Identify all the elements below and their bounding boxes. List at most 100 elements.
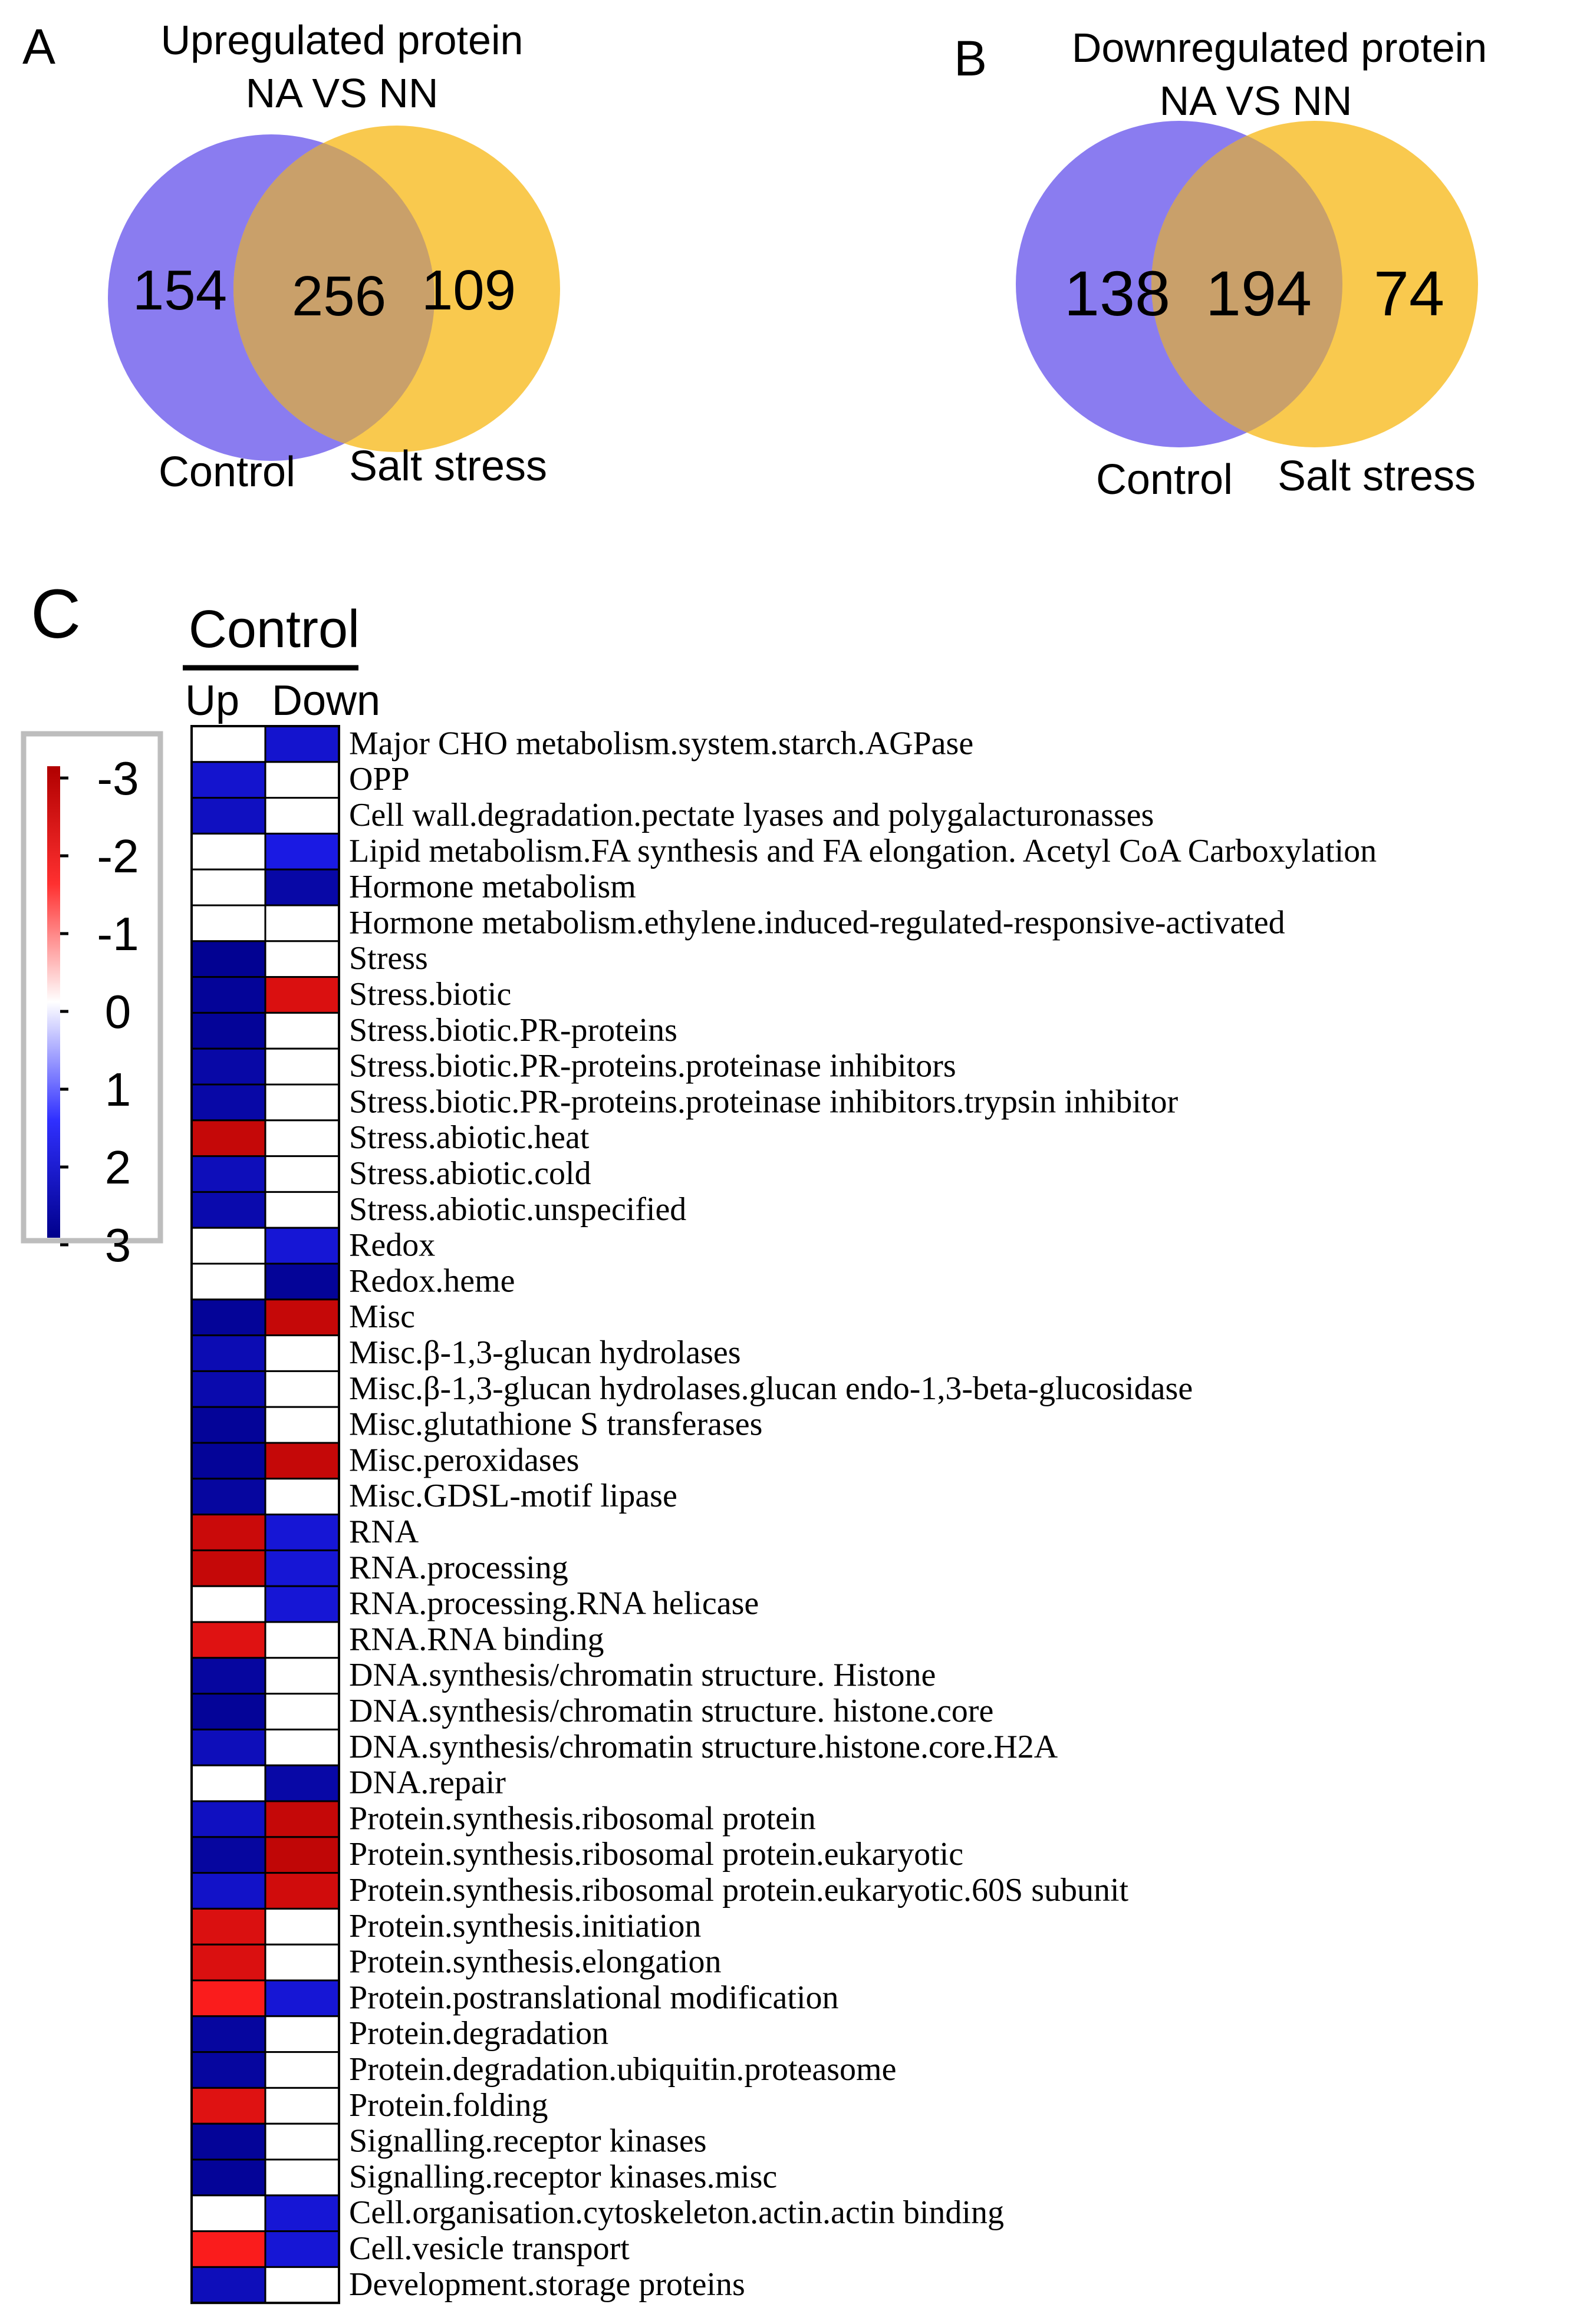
heatmap-row-label: Cell.organisation.cytoskeleton.actin.act…: [349, 2194, 1004, 2231]
heatmap-cell-down: [264, 1872, 340, 1910]
heatmap-row-label: Stress.biotic.PR-proteins.proteinase inh…: [349, 1083, 1178, 1120]
heatmap-cell-down: [264, 1370, 340, 1408]
heatmap-frame: [190, 725, 340, 2305]
heatmap-cell-up: [190, 1298, 266, 1337]
heatmap-row-label: Misc.β-1,3-glucan hydrolases.glucan endo…: [349, 1370, 1193, 1407]
venn-a-only-salt: 109: [422, 259, 516, 322]
venn-b-set-control: Control: [1096, 456, 1233, 503]
heatmap-cell-up: [190, 1047, 266, 1086]
heatmap-row-label: Misc.glutathione S transferases: [349, 1406, 762, 1443]
heatmap-cell-up: [190, 1800, 266, 1838]
heatmap-cell-down: [264, 1406, 340, 1444]
heatmap-cell-down: [264, 1621, 340, 1659]
heatmap-cell-up: [190, 1083, 266, 1122]
colorbar-tick-label: -3: [97, 752, 139, 805]
heatmap-cell-down: [264, 1155, 340, 1193]
panel-label-b: B: [954, 31, 987, 86]
heatmap-cell-down: [264, 2194, 340, 2233]
venn-a-subtitle: NA VS NN: [246, 70, 439, 116]
panel-b: B Downregulated protein NA VS NN 138 194…: [954, 25, 1487, 503]
colorbar-gradient: [47, 766, 60, 1238]
heatmap-cell-up: [190, 1011, 266, 1050]
heatmap-cell-up: [190, 2230, 266, 2268]
heatmap-cell-up: [190, 2158, 266, 2197]
heatmap-cell-up: [190, 1478, 266, 1516]
heatmap-row-label: Stress.abiotic.unspecified: [349, 1191, 686, 1228]
heatmap-cell-down: [264, 1836, 340, 1874]
heatmap-cell-up: [190, 976, 266, 1014]
heatmap-row-label: Cell.vesicle transport: [349, 2230, 630, 2267]
venn-b-set-salt: Salt stress: [1278, 453, 1476, 500]
colorbar-tick-label: 2: [105, 1141, 131, 1194]
heatmap-cell-down: [264, 1478, 340, 1516]
heatmap-cell-down: [264, 797, 340, 835]
heatmap-row-label: Protein.postranslational modification: [349, 1979, 839, 2016]
heatmap-cell-up: [190, 1621, 266, 1659]
heatmap-row-label: DNA.repair: [349, 1765, 506, 1801]
heatmap-row-label: Protein.folding: [349, 2087, 548, 2124]
heatmap-cells: [190, 725, 340, 2304]
heatmap-cell-down: [264, 1334, 340, 1372]
venn-b-title: Downregulated protein: [1072, 25, 1487, 71]
heatmap-row-label: DNA.synthesis/chromatin structure.histon…: [349, 1729, 1058, 1765]
heatmap-cell-up: [190, 1585, 266, 1623]
heatmap-cell-down: [264, 1800, 340, 1838]
heatmap-cell-up: [190, 1943, 266, 1982]
heatmap-cell-up: [190, 1872, 266, 1910]
heatmap-cell-up: [190, 1764, 266, 1802]
heatmap-cell-up: [190, 761, 266, 799]
heatmap-cell-down: [264, 1047, 340, 1086]
heatmap-cell-down: [264, 1764, 340, 1802]
heatmap-row-label: RNA: [349, 1514, 419, 1550]
heatmap-row-label: Signalling.receptor kinases: [349, 2123, 707, 2160]
heatmap-cell-up: [190, 940, 266, 978]
heatmap-row-label: Protein.synthesis.ribosomal protein.euka…: [349, 1872, 1129, 1908]
heatmap-row-label: Stress.biotic: [349, 976, 511, 1013]
venn-a-set-salt: Salt stress: [349, 443, 547, 490]
heatmap-cell-down: [264, 1943, 340, 1982]
heatmap-cell-down: [264, 1979, 340, 2018]
heatmap-cell-up: [190, 904, 266, 942]
heatmap-cell-down: [264, 1191, 340, 1229]
heatmap-row-label: Lipid metabolism.FA synthesis and FA elo…: [349, 833, 1377, 869]
venn-a-set-control: Control: [159, 449, 295, 496]
venn-a-overlap: [233, 134, 435, 452]
heatmap-cell-down: [264, 2015, 340, 2053]
heatmap-row-labels: Major CHO metabolism.system.starch.AGPas…: [349, 725, 1377, 2302]
heatmap-row-label: DNA.synthesis/chromatin structure. histo…: [349, 1693, 993, 1729]
heatmap-cell-down: [264, 1083, 340, 1122]
heatmap-row-label: Hormone metabolism.ethylene.induced-regu…: [349, 904, 1285, 941]
heatmap-row-label: Signalling.receptor kinases.misc: [349, 2158, 777, 2195]
heatmap-cell-up: [190, 1262, 266, 1301]
heatmap-cell-up: [190, 1119, 266, 1158]
heatmap-cell-down: [264, 1514, 340, 1551]
heatmap-row-label: Redox: [349, 1227, 435, 1264]
heatmap-cell-up: [190, 1979, 266, 2018]
heatmap-column-up: Up: [185, 677, 239, 724]
heatmap-row-label: Stress.biotic.PR-proteins: [349, 1012, 677, 1049]
heatmap-cell-up: [190, 2194, 266, 2233]
heatmap-row-label: Protein.degradation: [349, 2015, 608, 2052]
colorbar-tick-label: -1: [97, 908, 139, 960]
heatmap-cell-down: [264, 1585, 340, 1623]
heatmap-row-label: RNA.processing: [349, 1550, 568, 1586]
heatmap-cell-down: [264, 976, 340, 1014]
heatmap-cell-up: [190, 1191, 266, 1229]
heatmap-cell-up: [190, 1370, 266, 1408]
heatmap-cell-down: [264, 1227, 340, 1265]
heatmap-group-label: Control: [189, 600, 360, 659]
heatmap-cell-down: [264, 1693, 340, 1730]
heatmap-cell-up: [190, 1728, 266, 1766]
heatmap-cell-down: [264, 1728, 340, 1766]
heatmap-cell-up: [190, 1155, 266, 1193]
heatmap-cell-up: [190, 868, 266, 906]
heatmap-cell-down: [264, 868, 340, 906]
panel-a: A Upregulated protein NA VS NN 154 256 1…: [22, 17, 560, 496]
heatmap-row-label: Hormone metabolism: [349, 869, 636, 905]
heatmap-cell-up: [190, 1442, 266, 1480]
venn-b-overlap: [1151, 121, 1342, 447]
heatmap-cell-down: [264, 904, 340, 942]
heatmap-row-label: Protein.synthesis.ribosomal protein.euka…: [349, 1836, 963, 1873]
venn-b-only-salt: 74: [1374, 258, 1444, 329]
